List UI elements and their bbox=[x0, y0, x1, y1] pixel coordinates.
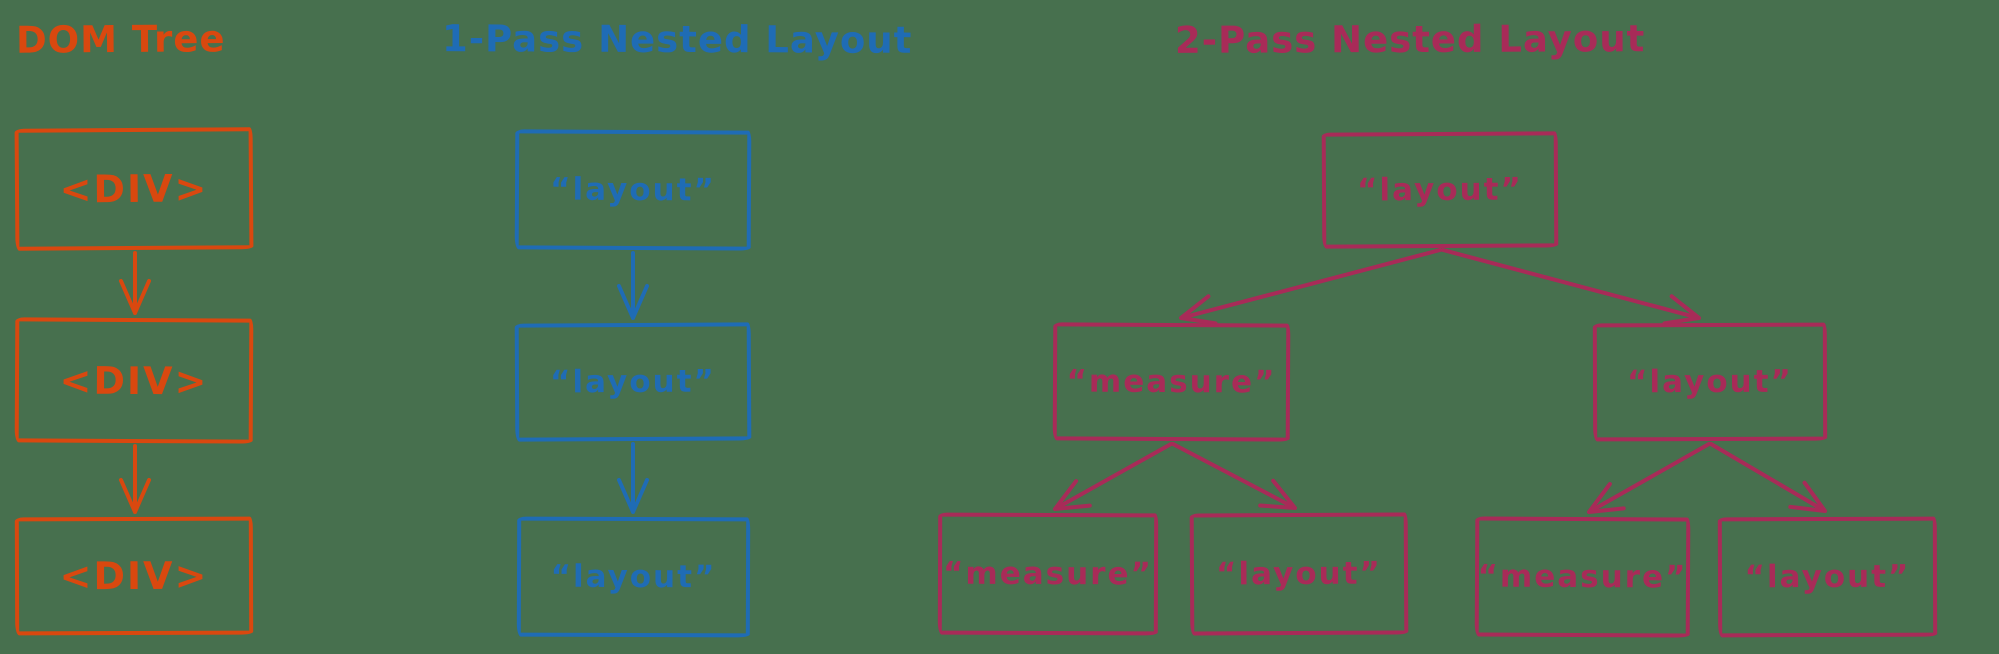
node-two-pass-root-layout: “layout” bbox=[1321, 131, 1559, 249]
node-two-pass-leaf-measure-2: “measure” bbox=[1474, 516, 1691, 638]
node-two-pass-leaf-measure-1: “measure” bbox=[937, 512, 1159, 636]
node-one-pass-layout-1: “layout” bbox=[514, 129, 752, 251]
node-two-pass-leaf-layout-2-label: “layout” bbox=[1744, 558, 1911, 596]
arrow-layout-to-layout bbox=[1709, 442, 1827, 513]
node-one-pass-layout-1-label: “layout” bbox=[550, 171, 716, 209]
arrow-one-pass-1 bbox=[617, 251, 649, 320]
node-one-pass-layout-2-label: “layout” bbox=[550, 363, 716, 401]
node-div-1-label: <DIV> bbox=[59, 166, 209, 212]
dom-tree-title: DOM Tree bbox=[15, 17, 226, 62]
node-two-pass-root-layout-label: “layout” bbox=[1357, 171, 1523, 209]
node-div-3: <DIV> bbox=[14, 516, 254, 636]
node-two-pass-leaf-layout-1-label: “layout” bbox=[1216, 555, 1382, 593]
arrow-measure-to-measure bbox=[1053, 442, 1173, 511]
node-two-pass-measure-left: “measure” bbox=[1052, 322, 1291, 442]
node-two-pass-leaf-layout-2: “layout” bbox=[1717, 516, 1938, 638]
node-div-2-label: <DIV> bbox=[59, 358, 209, 403]
arrow-layout-to-measure bbox=[1587, 442, 1711, 514]
node-two-pass-layout-right-label: “layout” bbox=[1627, 363, 1793, 401]
node-one-pass-layout-3: “layout” bbox=[516, 516, 751, 638]
node-div-2: <DIV> bbox=[14, 317, 254, 444]
arrow-one-pass-2 bbox=[617, 442, 649, 514]
node-div-3-label: <DIV> bbox=[59, 553, 209, 599]
node-two-pass-leaf-measure-2-label: “measure” bbox=[1477, 558, 1688, 596]
arrow-measure-to-layout bbox=[1171, 442, 1297, 510]
node-div-1: <DIV> bbox=[14, 127, 254, 251]
two-pass-title: 2-Pass Nested Layout bbox=[1174, 17, 1646, 62]
node-two-pass-layout-right: “layout” bbox=[1592, 322, 1828, 442]
one-pass-title: 1-Pass Nested Layout bbox=[441, 17, 913, 62]
node-two-pass-leaf-layout-1: “layout” bbox=[1189, 512, 1409, 636]
node-two-pass-leaf-measure-1-label: “measure” bbox=[943, 555, 1153, 593]
arrow-root-to-layout bbox=[1441, 248, 1701, 326]
node-two-pass-measure-left-label: “measure” bbox=[1066, 363, 1277, 401]
arrow-root-to-measure bbox=[1179, 248, 1442, 326]
node-one-pass-layout-3-label: “layout” bbox=[550, 558, 717, 596]
node-one-pass-layout-2: “layout” bbox=[514, 322, 752, 442]
arrow-dom-2 bbox=[119, 444, 151, 514]
arrow-dom-1 bbox=[119, 251, 151, 315]
